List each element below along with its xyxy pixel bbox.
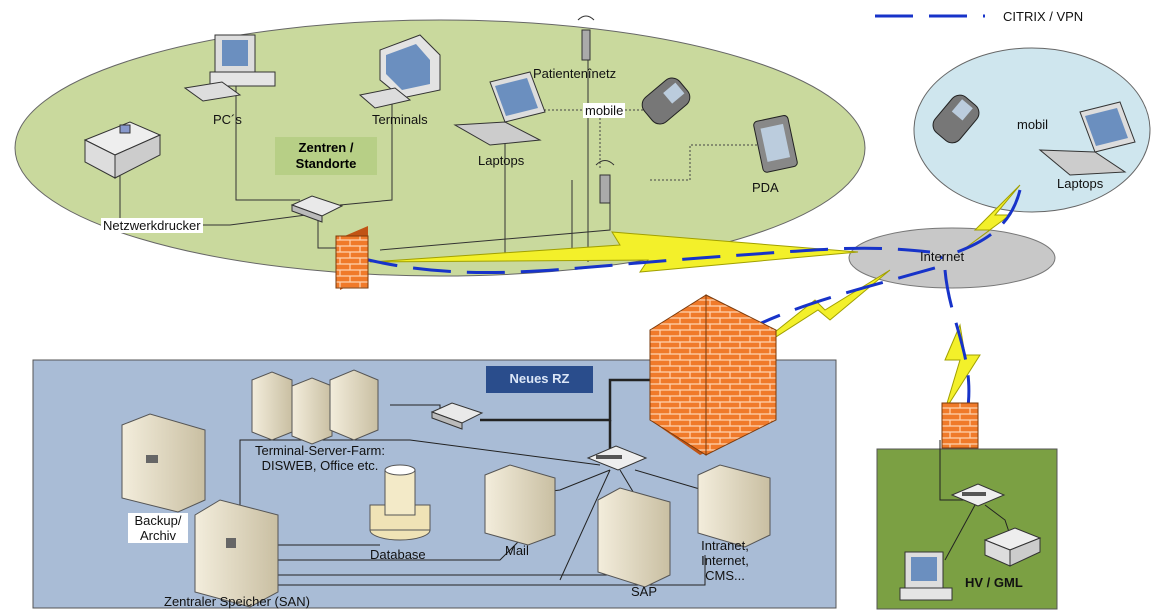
internet-cloud xyxy=(848,227,1056,289)
mail-server-icon xyxy=(484,464,556,546)
datacenter-links xyxy=(199,378,721,586)
hub-datacenter xyxy=(586,445,648,471)
sap-server-icon xyxy=(597,487,671,588)
firewall-datacenter xyxy=(649,294,777,456)
site-title: Zentren / Standorte xyxy=(295,140,357,171)
laptop-icon xyxy=(1038,101,1136,176)
vpn-mobile-internet xyxy=(939,189,1022,260)
terminals-label: Terminals xyxy=(372,112,428,127)
legend-label: CITRIX / VPN xyxy=(1003,9,1084,24)
tsfarm-label: Terminal-Server-Farm: DISWEB, Office etc… xyxy=(254,443,385,473)
lightning-internet-hv xyxy=(944,323,981,411)
storage-server-icon xyxy=(194,499,279,608)
hv-label: HV / GML xyxy=(965,575,1023,590)
server-farm-icon xyxy=(251,369,379,445)
lightning-dc-internet xyxy=(739,269,891,361)
database-icon xyxy=(369,464,431,541)
backup-label: Backup/ Archiv xyxy=(128,513,188,543)
antenna-icon xyxy=(577,15,595,61)
firewall-hv xyxy=(941,402,979,449)
wireless-links xyxy=(540,109,760,181)
site-links xyxy=(119,60,611,262)
datacenter-title-box xyxy=(486,366,593,393)
site-title-box xyxy=(275,137,377,175)
internet-label: Internet xyxy=(920,249,965,264)
printer-icon xyxy=(83,121,162,179)
printer-icon xyxy=(983,527,1042,567)
site-laptops-label: Laptops xyxy=(478,153,525,168)
sap-label: SAP xyxy=(631,584,658,599)
hv-links xyxy=(939,440,1011,561)
mail-label: Mail xyxy=(505,543,529,558)
switch-datacenter xyxy=(430,402,484,430)
storage-label: Zentraler Speicher (SAN) xyxy=(164,594,310,609)
firewall-site xyxy=(335,226,369,290)
mobil-label: mobil xyxy=(1017,117,1049,132)
pc-icon xyxy=(899,551,953,601)
patientennetz-label: Patientenînetz xyxy=(533,66,617,81)
vpn-site-internet xyxy=(359,246,931,275)
intranet-server-icon xyxy=(697,464,771,548)
hub-hv xyxy=(950,483,1006,507)
pcs-label: PC´s xyxy=(213,112,242,127)
phone-icon xyxy=(641,77,691,125)
pda-label: PDA xyxy=(752,180,779,195)
intranet-label: Intranet, Internet, CMS... xyxy=(701,538,749,583)
pc-icon xyxy=(183,34,276,102)
backup-server-icon xyxy=(121,413,206,513)
vpn-internet-hv xyxy=(943,269,971,441)
phone-icon xyxy=(932,94,980,144)
mobile-label: mobile xyxy=(583,103,626,118)
terminal-icon xyxy=(358,34,441,109)
printer-label: Netzwerkdrucker xyxy=(101,218,203,233)
antenna-icon xyxy=(595,160,615,204)
pda-icon xyxy=(753,115,798,173)
switch-site xyxy=(290,195,344,223)
lightning-site-internet xyxy=(369,231,859,273)
mobile-laptops-label: Laptops xyxy=(1057,176,1104,191)
datacenter-title: Neues RZ xyxy=(509,371,570,386)
laptop-icon xyxy=(453,71,546,146)
database-label: Database xyxy=(370,547,426,562)
